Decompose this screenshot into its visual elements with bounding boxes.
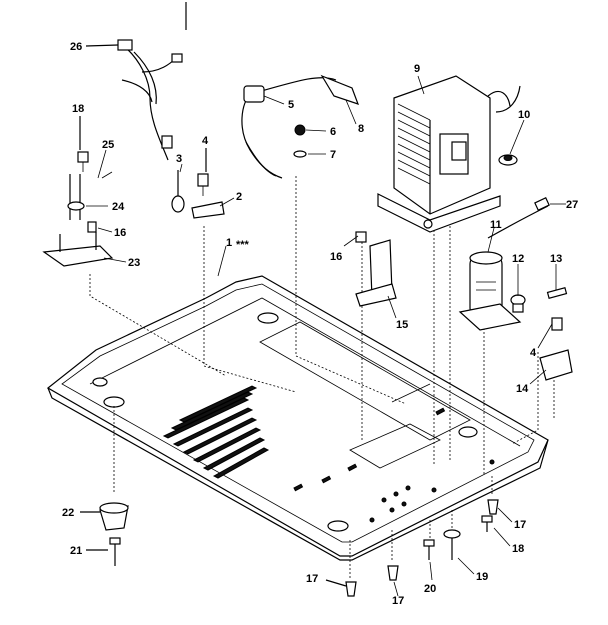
mount-hole: [327, 520, 349, 532]
callout-13: 13: [550, 253, 562, 265]
callout-1: 1: [226, 237, 232, 249]
mount-hole: [103, 396, 125, 408]
base-plate: [46, 275, 549, 561]
screw-21: [109, 537, 121, 566]
callout-17b: 17: [514, 519, 526, 531]
foot-17: [387, 565, 399, 581]
vent-slots: [162, 385, 270, 479]
screw-20: [423, 539, 435, 560]
callout-6: 6: [330, 126, 336, 138]
callout-21: 21: [70, 545, 82, 557]
callout-16b: 16: [330, 251, 342, 263]
callout-16: 16: [114, 227, 126, 239]
screw-18: [481, 515, 493, 532]
part-4-14: [539, 317, 573, 381]
foot-22: [99, 502, 129, 531]
callout-7: 7: [330, 149, 336, 161]
callout-5: 5: [288, 99, 294, 111]
callout-18b: 18: [512, 543, 524, 555]
bracket-23: [42, 245, 114, 267]
callout-4b: 4: [530, 347, 537, 359]
foot-17: [345, 581, 357, 597]
spring-3: [171, 170, 185, 213]
callout-labels: 26 18 25 3 4 24 16 2 23 5 6 7 8 9 10 27 …: [62, 41, 578, 607]
washer-7: [293, 150, 307, 158]
grommet-12: [510, 294, 526, 313]
callout-17c: 17: [392, 595, 404, 607]
callout-19: 19: [476, 571, 488, 583]
callout-11: 11: [490, 219, 502, 231]
mount-hole: [257, 312, 279, 324]
connector-8: [320, 74, 360, 105]
callout-25: 25: [102, 139, 114, 151]
part-4-and-2: [191, 173, 225, 219]
transformer-9: [377, 75, 521, 233]
nut-6: [294, 124, 306, 136]
callout-9: 9: [414, 63, 420, 75]
callout-12: 12: [512, 253, 524, 265]
screw-16: [87, 221, 97, 233]
callout-14: 14: [516, 383, 529, 395]
thermal-cutout-wire-5: [241, 74, 360, 179]
interlock-switch-15: [355, 231, 397, 307]
callout-20: 20: [424, 583, 436, 595]
stars-marker: ***: [236, 239, 250, 251]
mount-hole: [92, 377, 108, 387]
callout-17a: 17: [306, 573, 318, 585]
screw-18: [77, 151, 89, 163]
callout-2: 2: [236, 191, 242, 203]
grommet-10: [498, 154, 518, 166]
callout-24: 24: [112, 201, 125, 213]
mount-hole: [458, 426, 478, 438]
callout-10: 10: [518, 109, 530, 121]
capacitor-11: [458, 251, 522, 331]
callout-leaders: [79, 44, 566, 597]
callout-15: 15: [396, 319, 408, 331]
wiring-harness-26: [117, 39, 183, 161]
callout-23: 23: [128, 257, 140, 269]
callout-27: 27: [566, 199, 578, 211]
callout-8: 8: [358, 123, 364, 135]
screw-19: [443, 529, 461, 560]
callout-26: 26: [70, 41, 82, 53]
callout-4: 4: [202, 135, 209, 147]
switch-bracket-assembly: [42, 151, 114, 267]
callout-3: 3: [176, 153, 182, 165]
callout-22: 22: [62, 507, 74, 519]
foot-17: [487, 499, 499, 515]
callout-18: 18: [72, 103, 84, 115]
fuse-13: [546, 287, 568, 299]
